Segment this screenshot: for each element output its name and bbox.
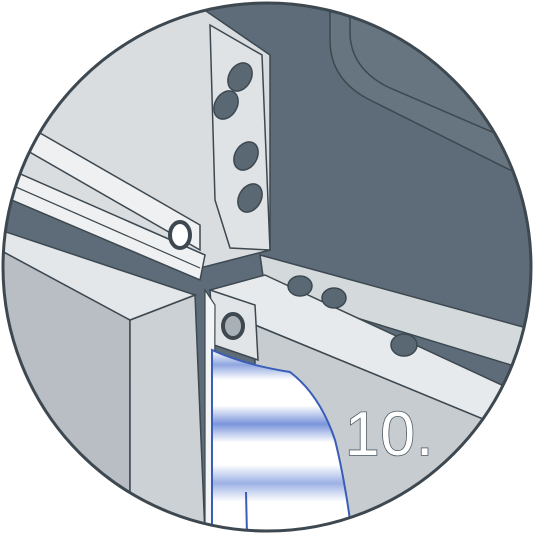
mounting-hole-icon xyxy=(213,90,239,120)
mounting-hole-icon xyxy=(287,275,313,297)
screw-hole-icon xyxy=(221,312,245,340)
film-pull-tab xyxy=(245,491,248,531)
upper-rail xyxy=(3,108,201,252)
mounting-hole-icon xyxy=(233,141,259,171)
mounting-hole-icon xyxy=(227,62,253,92)
mounting-hole-icon xyxy=(390,333,418,357)
mounting-hole-icon xyxy=(237,183,263,213)
lower-rail xyxy=(3,163,206,282)
mounting-hole-icon xyxy=(321,287,347,309)
step-number: 10. xyxy=(345,400,434,469)
flange-holes xyxy=(213,62,263,213)
rail-holes xyxy=(287,275,418,357)
screw-hole-icon xyxy=(168,220,192,250)
protective-film xyxy=(211,348,354,531)
